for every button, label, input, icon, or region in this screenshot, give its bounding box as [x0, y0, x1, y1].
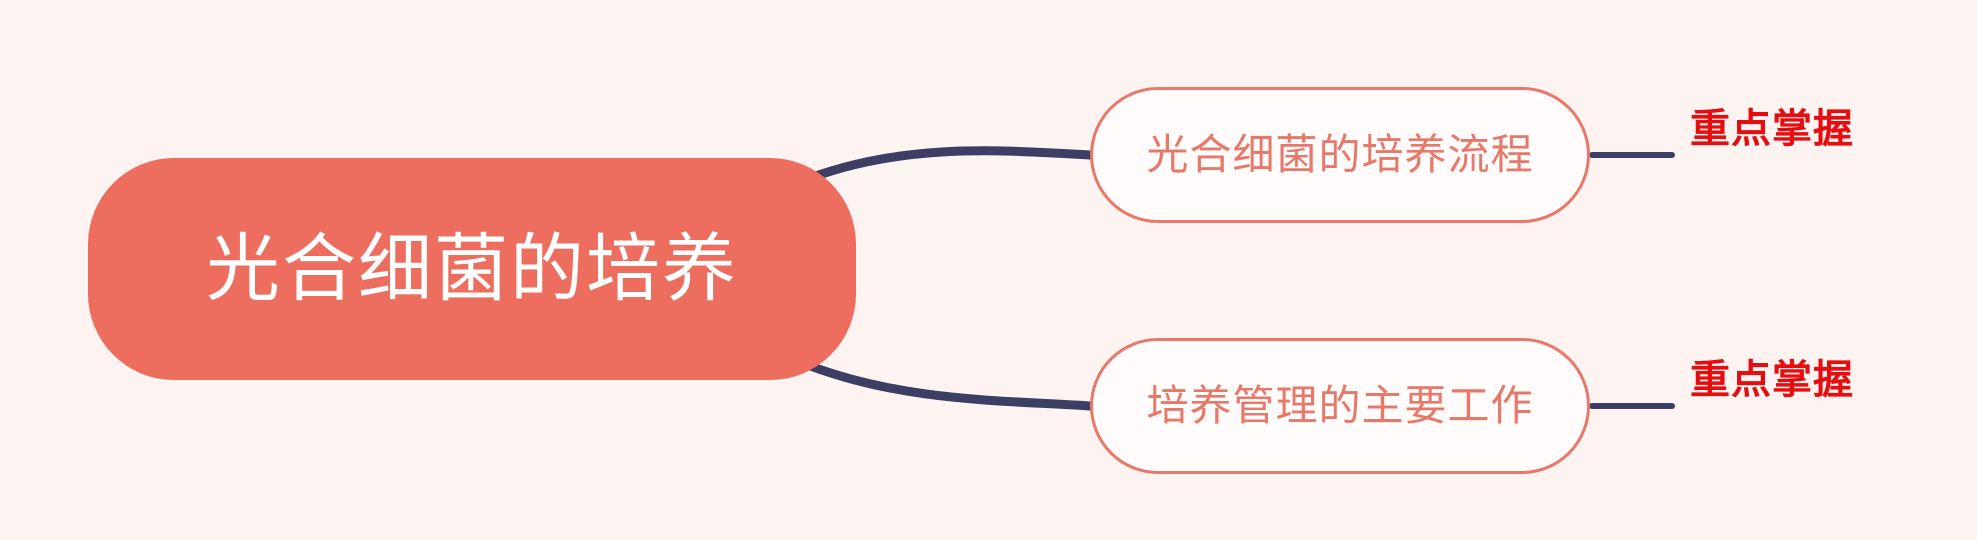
mindmap-branch-node-1[interactable]: 培养管理的主要工作 [1090, 338, 1590, 474]
mindmap-branch-node-0[interactable]: 光合细菌的培养流程 [1090, 87, 1590, 223]
root-node-label: 光合细菌的培养 [206, 227, 738, 310]
branch-node-label: 光合细菌的培养流程 [1146, 131, 1534, 178]
branch-tag-0: 重点掌握 [1690, 107, 1854, 151]
branch-node-label: 培养管理的主要工作 [1146, 382, 1534, 429]
mindmap-root-node[interactable]: 光合细菌的培养 [88, 158, 856, 380]
connector-root-to-branch-1 [795, 357, 1095, 411]
connector-root-to-branch-0 [795, 146, 1095, 187]
branch-tag-1: 重点掌握 [1690, 358, 1854, 402]
